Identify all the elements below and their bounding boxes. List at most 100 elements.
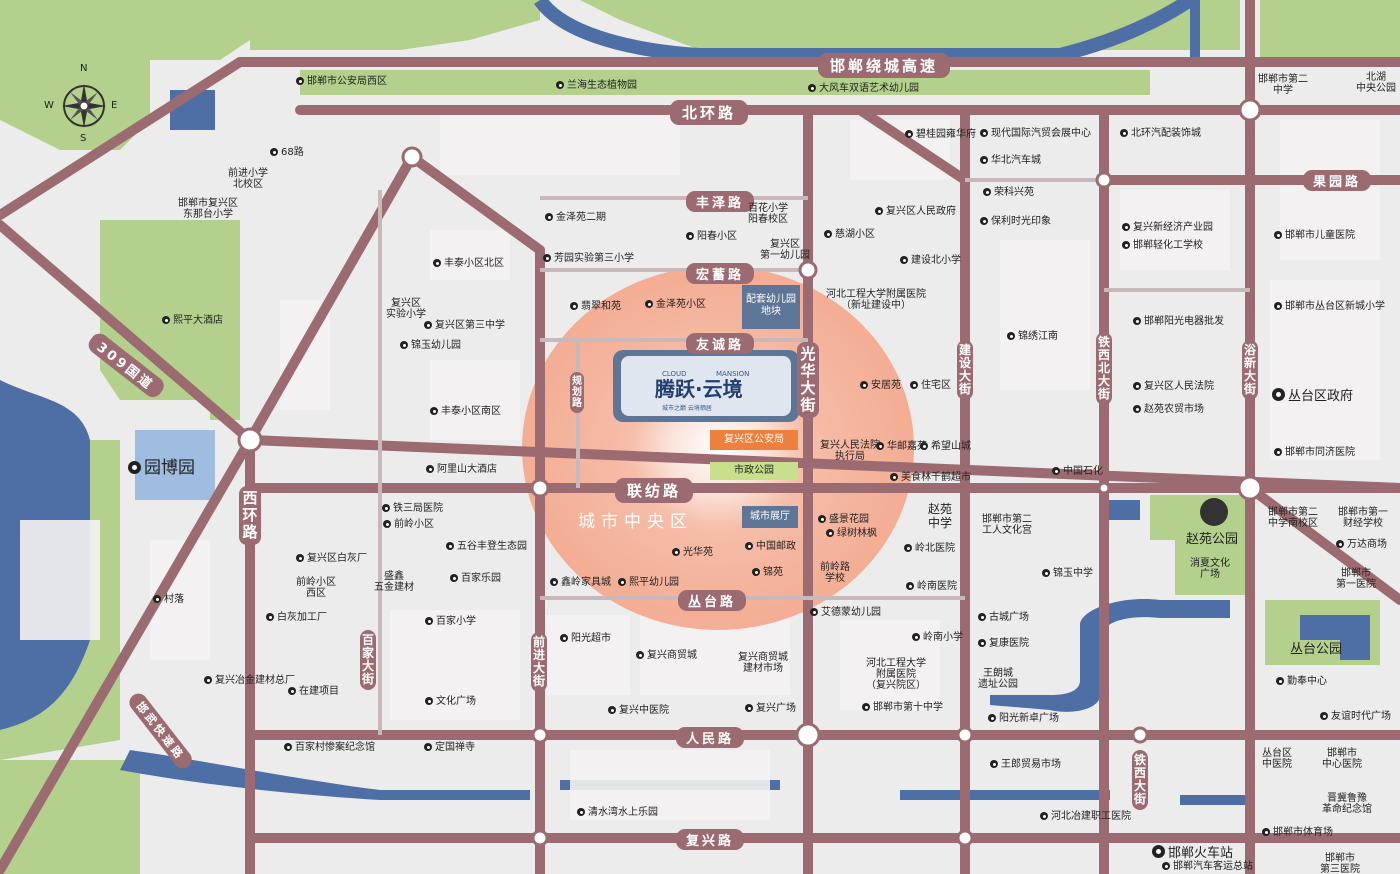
poi-46[interactable]: 邯郸市丛台区新城小学 (1274, 301, 1385, 313)
poi-40[interactable]: 复兴区人民法院 (1133, 381, 1214, 393)
poi-88[interactable]: 复康医院 (978, 638, 1029, 650)
poi-78[interactable]: 复兴冶金建材总厂 (204, 675, 295, 687)
poi-8[interactable]: 阳春小区 (686, 231, 737, 243)
poi-53[interactable]: 前岭小区 西区 (296, 577, 336, 599)
poi-91[interactable]: 勤奉中心 (1276, 676, 1327, 688)
poi-48[interactable]: 铁三局医院 (382, 503, 443, 515)
road-ring-expressway[interactable]: 邯郸绕城高速 (818, 53, 951, 78)
road-baijia[interactable]: 百家大街 (360, 630, 376, 690)
road-guohua[interactable]: 光华大街 (797, 342, 819, 418)
poi-102[interactable]: 邯郸市 第三医院 (1320, 853, 1360, 874)
poi-51[interactable]: 百家乐园 (450, 573, 501, 585)
road-guidao[interactable]: 规划路 (570, 372, 584, 413)
poi-86[interactable]: 邯郸市第十中学 (862, 702, 943, 714)
road-hongxi[interactable]: 宏蓄路 (686, 263, 755, 284)
poi-3[interactable]: 68路 (270, 147, 304, 159)
poi-54[interactable]: 白灰加工厂 (266, 612, 327, 624)
poi-20[interactable]: 金泽苑小区 (645, 299, 706, 311)
road-fengze[interactable]: 丰泽路 (686, 191, 755, 212)
poi-68[interactable]: 锦玉中学 (1042, 568, 1093, 580)
poi-4[interactable]: 前进小学 北校区 (228, 168, 268, 190)
poi-41[interactable]: 赵苑农贸市场 (1133, 404, 1204, 416)
poi-62[interactable]: 盛景花园 (818, 514, 869, 526)
poi-96[interactable]: 清水湾水上乐园 (577, 807, 658, 819)
poi-73[interactable]: 消夏文化 广场 (1190, 558, 1230, 580)
landmark-yuanbo[interactable]: 园博园 (128, 453, 195, 478)
landmark-zhaoyuan-park[interactable]: 赵苑公园 (1186, 532, 1239, 547)
poi-2[interactable]: 大风车双语艺术幼儿园 (808, 83, 919, 95)
poi-35[interactable]: 锦绣江南 (1007, 331, 1058, 343)
poi-61[interactable]: 熙平幼儿园 (618, 577, 679, 589)
poi-70[interactable]: 邯郸市第一 财经学校 (1338, 507, 1388, 529)
poi-16[interactable]: 复兴区 实验小学 (386, 298, 426, 320)
road-congtai[interactable]: 丛台路 (678, 590, 747, 611)
poi-7[interactable]: 金泽苑二期 (545, 212, 606, 224)
poi-80[interactable]: 文化广场 (425, 696, 476, 708)
poi-52[interactable]: 复兴区白灰厂 (296, 553, 367, 565)
road-tiexi-north[interactable]: 铁西北大街 (1096, 332, 1112, 405)
poi-92[interactable]: 友谊时代广场 (1320, 711, 1391, 723)
police-box[interactable]: 复兴区公安局 (710, 430, 798, 450)
poi-36[interactable]: 北环汽配装饰城 (1120, 128, 1201, 140)
landmark-zhaoyuan-school[interactable]: 赵苑 中学 (928, 502, 953, 530)
poi-38[interactable]: 邯郸轻化工学校 (1122, 240, 1203, 252)
poi-90[interactable]: 阳光新卓广场 (988, 713, 1059, 725)
poi-0[interactable]: 邯郸市公安局西区 (296, 76, 387, 88)
poi-72[interactable]: 邯郸市 第一医院 (1336, 568, 1376, 590)
poi-74[interactable]: 百家小学 (425, 616, 476, 628)
poi-83[interactable]: 艾德蒙幼儿园 (810, 607, 881, 619)
project-name[interactable]: 腾跃·云境 (655, 377, 743, 401)
poi-76[interactable]: 复兴商贸城 (636, 650, 697, 662)
poi-47[interactable]: 邯郸市同济医院 (1274, 447, 1355, 459)
poi-49[interactable]: 前岭小区 (383, 519, 434, 531)
poi-26[interactable]: 复兴人民法院 执行局 (820, 440, 880, 462)
road-renmin[interactable]: 人民路 (676, 727, 745, 748)
poi-33[interactable]: 荣科兴苑 (983, 187, 1034, 199)
poi-85[interactable]: 河北工程大学 附属医院 （复兴院区） (866, 658, 926, 691)
poi-10[interactable]: 复兴区 第一幼儿园 (760, 239, 810, 261)
road-beihuan[interactable]: 北环路 (670, 100, 749, 125)
road-xihuan[interactable]: 西环路 (239, 486, 261, 545)
poi-31[interactable]: 现代国际汽贸会展中心 (980, 128, 1091, 140)
poi-89[interactable]: 王朗城 遗址公园 (978, 668, 1018, 690)
poi-64[interactable]: 岭北医院 (904, 543, 955, 555)
landmark-congtai-gov[interactable]: 丛台区政府 (1272, 385, 1353, 404)
poi-98[interactable]: 丛台区 中医院 (1262, 748, 1292, 770)
poi-99[interactable]: 邯郸市 中心医院 (1322, 748, 1362, 770)
poi-27[interactable]: 美食林千鹤超市 (890, 472, 971, 484)
poi-67[interactable]: 邯郸市第二 工人文化宫 (982, 514, 1032, 536)
poi-63[interactable]: 绿树林枫 (826, 528, 877, 540)
poi-19[interactable]: 翡翠和苑 (570, 301, 621, 313)
poi-84[interactable]: 岭南小学 (912, 632, 963, 644)
road-jianshe[interactable]: 建设大街 (957, 340, 973, 400)
poi-17[interactable]: 复兴区第三中学 (424, 320, 505, 332)
poi-1[interactable]: 兰海生态植物园 (556, 80, 637, 92)
poi-55[interactable]: 盛鑫 五金建材 (374, 571, 414, 593)
poi-77[interactable]: 复兴商贸城 建材市场 (738, 652, 788, 674)
poi-11[interactable]: 芳园实验第三小学 (543, 253, 634, 265)
poi-101[interactable]: 邯郸市体育场 (1262, 827, 1333, 839)
poi-43[interactable]: 邯郸市第二 中学 (1258, 74, 1308, 96)
landmark-bus-station[interactable]: 邯郸汽车客运总站 (1162, 861, 1253, 873)
poi-75[interactable]: 阳光超市 (560, 633, 611, 645)
showroom-box[interactable]: 城市展厅 (742, 506, 798, 528)
poi-5[interactable]: 邯郸市复兴区 东那台小学 (178, 198, 238, 220)
poi-100[interactable]: 晋冀鲁豫 革命纪念馆 (1322, 793, 1372, 815)
poi-34[interactable]: 保利时光印象 (980, 216, 1051, 228)
poi-45[interactable]: 邯郸市儿童医院 (1274, 230, 1355, 242)
poi-95[interactable]: 王郎贸易市场 (990, 759, 1061, 771)
poi-29[interactable]: 阿里山大酒店 (426, 464, 497, 476)
poi-69[interactable]: 邯郸市第二 中学南校区 (1268, 507, 1318, 529)
park-box[interactable]: 市政公园 (710, 462, 798, 480)
landmark-station[interactable]: 邯郸火车站 (1152, 842, 1233, 861)
poi-60[interactable]: 鑫岭家具城 (550, 577, 611, 589)
poi-66[interactable]: 岭南医院 (906, 581, 957, 593)
poi-97[interactable]: 河北冶建职工医院 (1040, 811, 1131, 823)
road-lianfang[interactable]: 联纺路 (615, 478, 694, 503)
road-tiexi[interactable]: 铁西大街 (1132, 750, 1148, 810)
poi-15[interactable]: 丰泰小区北区 (433, 258, 504, 270)
poi-81[interactable]: 复兴中医院 (608, 705, 669, 717)
poi-30[interactable]: 碧桂园雍华府 (905, 129, 976, 141)
poi-65[interactable]: 前岭路 学校 (820, 562, 850, 584)
